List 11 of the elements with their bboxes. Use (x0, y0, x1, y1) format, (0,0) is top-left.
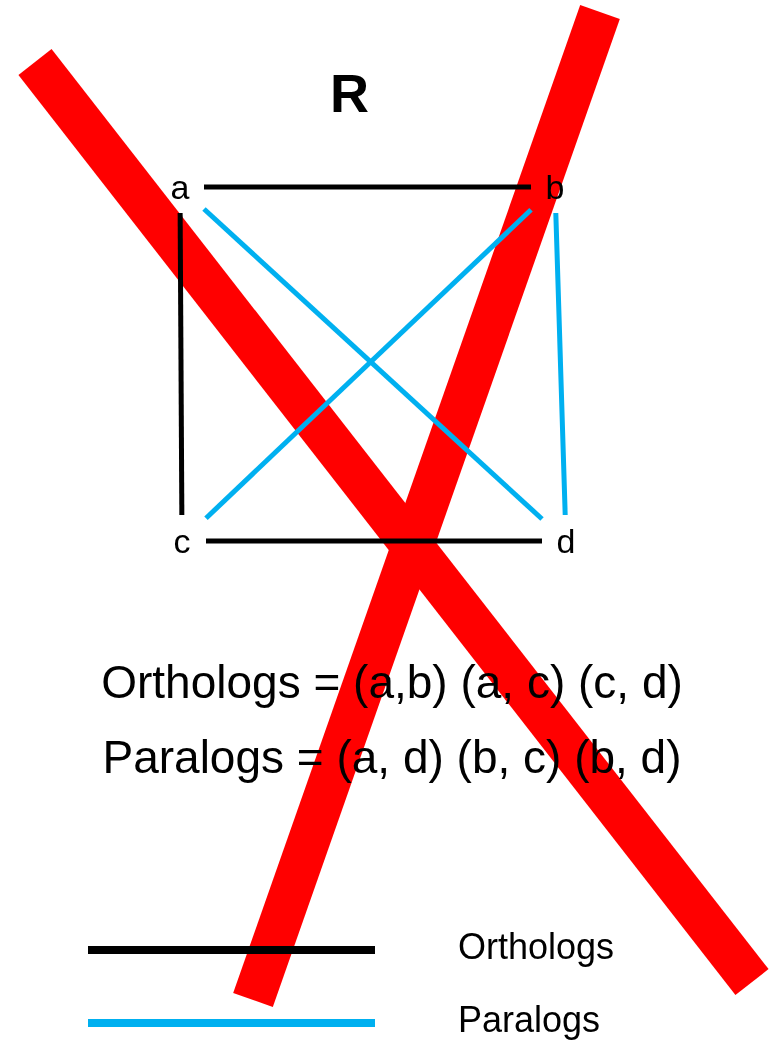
connector-line (206, 538, 542, 544)
diagram-title: R (330, 62, 369, 124)
node-label: c (162, 519, 202, 563)
connector-line (204, 184, 531, 190)
connector-line (177, 213, 185, 515)
legend-label: Orthologs (458, 926, 615, 968)
connector-line (553, 212, 568, 516)
node-label: b (535, 165, 575, 209)
node-label: d (546, 519, 586, 563)
node-label: a (160, 165, 200, 209)
legend-label: Paralogs (458, 999, 601, 1041)
